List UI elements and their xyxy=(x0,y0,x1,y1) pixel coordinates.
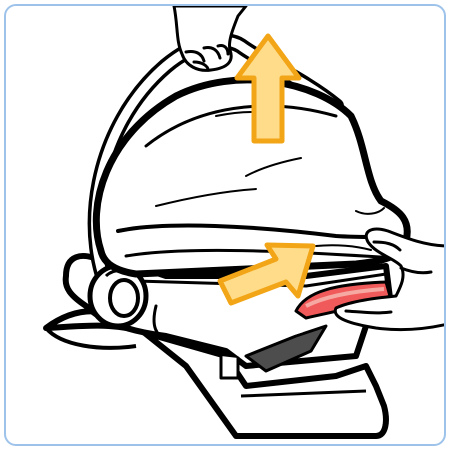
illustration-frame xyxy=(4,4,446,446)
car-seat-canopy-illustration xyxy=(6,6,446,446)
